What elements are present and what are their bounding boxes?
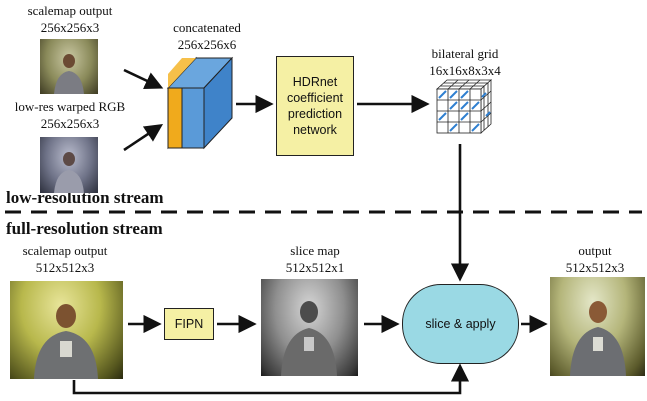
bilateral-grid-size: 16x16x8x3x4 [429,63,501,78]
arrow-scalemap-to-concat [123,68,164,90]
warped-rgb-size: 256x256x3 [40,116,100,131]
scalemap-large-size: 512x512x3 [35,260,95,275]
warped-rgb-image [40,137,98,193]
slice-apply-node: slice & apply [402,284,519,364]
hdrnet-network-block: HDRnet coefficient prediction network [276,56,354,156]
person-silhouette-icon [570,301,626,376]
hdrnet-line-3: prediction [287,107,343,121]
scalemap-small-label: scalemap output [27,3,113,18]
person-silhouette-icon [34,304,98,379]
bilateral-grid-icon [435,79,493,134]
person-silhouette-icon [54,152,84,193]
scalemap-large-image [10,281,123,379]
person-silhouette-icon [54,54,84,94]
concatenated-size: 256x256x6 [177,37,237,52]
arrow-warped-to-concat [123,123,164,152]
fipn-block: FIPN [164,308,214,340]
output-image [550,277,645,376]
hdrnet-line-4: network [293,123,337,137]
slice-map-label: slice map [290,243,340,258]
concatenated-tensor-icon [166,56,234,150]
concatenated-label: concatenated [173,20,241,35]
output-label: output [578,243,612,258]
bilateral-grid-label: bilateral grid [431,46,499,61]
hdrnet-line-1: HDRnet [292,75,338,89]
warped-rgb-label: low-res warped RGB [14,99,126,114]
output-size: 512x512x3 [565,260,625,275]
full-resolution-stream-title: full-resolution stream [6,219,163,238]
scalemap-small-image [40,39,98,94]
slice-map-size: 512x512x1 [285,260,345,275]
scalemap-large-label: scalemap output [22,243,108,258]
scalemap-small-size: 256x256x3 [40,20,100,35]
hdrnet-line-2: coefficient [286,91,344,105]
slice-map-image [261,279,358,376]
arrow-image-bypass-to-slice [72,363,470,395]
person-silhouette-icon [281,301,337,376]
